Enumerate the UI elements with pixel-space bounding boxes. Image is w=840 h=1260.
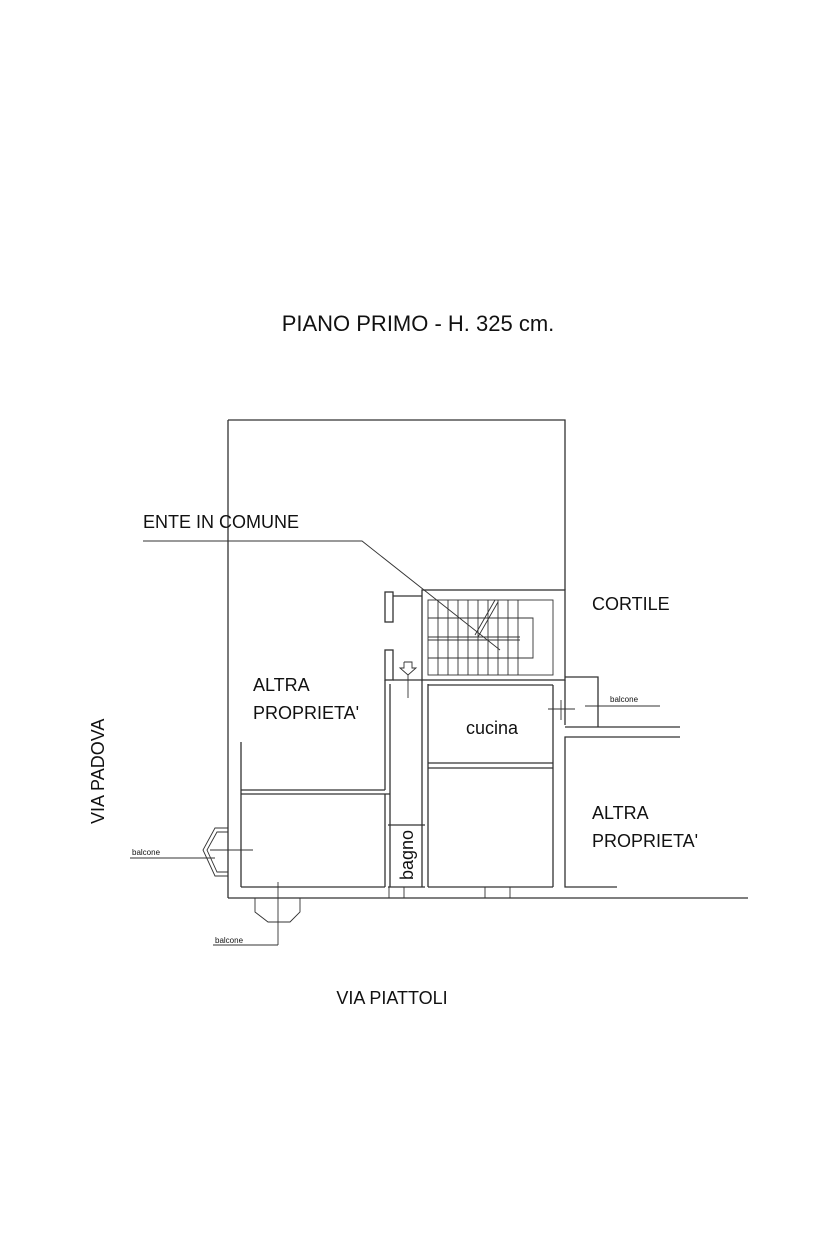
street-south: VIA PIATTOLI xyxy=(336,988,447,1008)
left-balcony xyxy=(130,827,253,877)
interior-walls xyxy=(241,591,566,887)
label-balcony-left: balcone xyxy=(132,848,161,857)
label-other-property-right-2: PROPRIETA' xyxy=(592,831,698,851)
label-common-area: ENTE IN COMUNE xyxy=(143,512,299,532)
right-balcony xyxy=(548,676,680,728)
label-courtyard: CORTILE xyxy=(592,594,670,614)
label-kitchen: cucina xyxy=(466,718,519,738)
label-balcony-bottom: balcone xyxy=(215,936,244,945)
common-area-leader xyxy=(143,540,501,651)
label-other-property-left-1: ALTRA xyxy=(253,675,310,695)
label-balcony-right: balcone xyxy=(610,695,639,704)
label-bathroom: bagno xyxy=(397,830,417,880)
outer-walls xyxy=(227,419,748,899)
neighbour-right-walls xyxy=(564,736,680,888)
label-other-property-left-2: PROPRIETA' xyxy=(253,703,359,723)
street-west: VIA PADOVA xyxy=(88,719,108,824)
label-other-property-right-1: ALTRA xyxy=(592,803,649,823)
bottom-balcony xyxy=(213,882,301,946)
plan-title: PIANO PRIMO - H. 325 cm. xyxy=(282,311,555,336)
staircase xyxy=(421,589,566,681)
